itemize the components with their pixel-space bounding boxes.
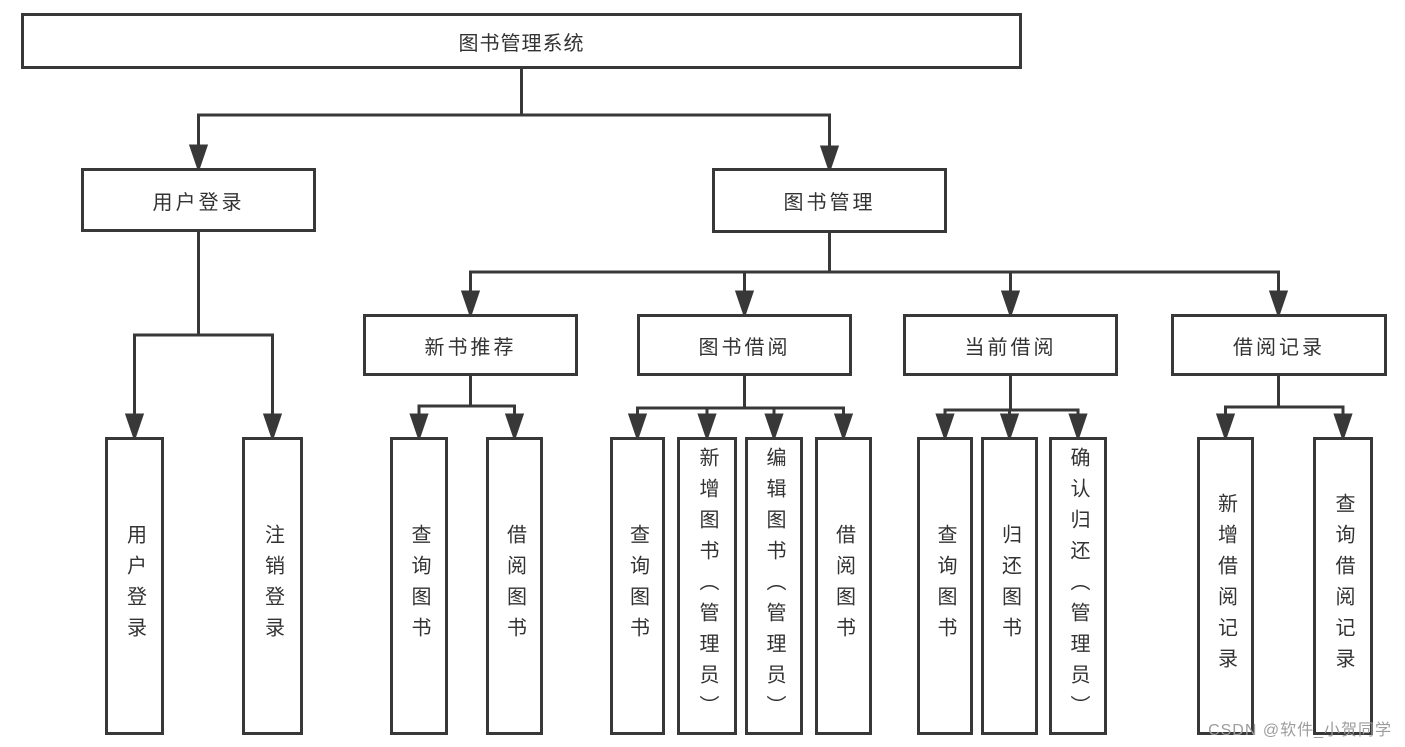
leaf-rec-borrow-books-label: 借阅图书: [503, 524, 526, 648]
node-new-book-rec: 新书推荐: [363, 314, 578, 376]
node-root-label: 图书管理系统: [458, 32, 585, 55]
leaf-logout-label: 注销登录: [261, 524, 284, 648]
leaf-br-query-record: 查询借阅记录: [1313, 437, 1373, 735]
watermark: CSDN @软件_小贺同学: [1208, 722, 1392, 739]
leaf-bb-query-books: 查询图书: [610, 437, 665, 735]
leaf-user-login: 用户登录: [105, 437, 164, 735]
leaf-br-add-record: 新增借阅记录: [1197, 437, 1254, 735]
connector-user-login-children: [124, 232, 283, 442]
leaf-bb-add-books: 新增图书（管理员）: [677, 437, 737, 735]
arrow-down-icon: [697, 413, 717, 442]
arrow-down-icon: [833, 413, 854, 442]
arrow-down-icon: [1215, 413, 1236, 442]
node-book-mgmt-label: 图书管理: [783, 192, 876, 214]
node-user-login: 用户登录: [81, 168, 316, 232]
leaf-logout: 注销登录: [242, 437, 303, 735]
connector-root-to-level2: [188, 69, 840, 174]
node-book-mgmt: 图书管理: [712, 168, 947, 233]
node-book-borrow: 图书借阅: [637, 314, 852, 376]
leaf-bb-edit-books: 编辑图书（管理员）: [745, 437, 803, 735]
arrow-down-icon: [1268, 290, 1289, 319]
connector-borrow-records-children: [1215, 376, 1353, 442]
leaf-cb-confirm-return-label: 确认归还（管理员）: [1067, 446, 1089, 726]
arrow-down-icon: [999, 413, 1020, 442]
leaf-br-add-record-label: 新增借阅记录: [1214, 493, 1237, 679]
node-borrow-records: 借阅记录: [1171, 314, 1387, 376]
node-current-borrow: 当前借阅: [903, 314, 1118, 376]
connector-current-borrow-children: [935, 376, 1088, 442]
leaf-rec-borrow-books: 借阅图书: [486, 437, 543, 735]
arrow-down-icon: [1333, 413, 1353, 442]
leaf-cb-confirm-return: 确认归还（管理员）: [1049, 437, 1107, 735]
leaf-rec-query-books: 查询图书: [390, 437, 448, 735]
arrow-down-icon: [188, 144, 209, 173]
leaf-bb-edit-books-label: 编辑图书（管理员）: [763, 446, 785, 726]
arrow-down-icon: [409, 413, 429, 442]
connector-book-borrow-children: [627, 376, 854, 442]
leaf-br-query-record-label: 查询借阅记录: [1332, 493, 1354, 679]
arrow-down-icon: [1000, 290, 1021, 319]
arrow-down-icon: [627, 413, 648, 442]
leaf-bb-borrow-books-label: 借阅图书: [832, 524, 855, 648]
arrow-down-icon: [734, 290, 755, 319]
node-new-book-rec-label: 新书推荐: [424, 336, 517, 359]
leaf-bb-add-books-label: 新增图书（管理员）: [696, 446, 718, 726]
arrow-down-icon: [764, 413, 784, 442]
leaf-cb-return-books-label: 归还图书: [998, 524, 1021, 648]
arrow-down-icon: [819, 145, 840, 174]
leaf-bb-borrow-books: 借阅图书: [815, 437, 872, 735]
node-user-login-label: 用户登录: [152, 191, 245, 214]
arrow-down-icon: [460, 290, 481, 319]
arrow-down-icon: [504, 413, 525, 442]
leaf-bb-query-books-label: 查询图书: [626, 524, 649, 648]
node-book-borrow-label: 图书借阅: [698, 336, 791, 359]
arrow-down-icon: [124, 413, 145, 442]
connector-book-mgmt-children: [460, 233, 1289, 319]
leaf-cb-query-books: 查询图书: [917, 437, 973, 735]
arrow-down-icon: [935, 413, 955, 442]
arrow-down-icon: [1068, 413, 1088, 442]
node-current-borrow-label: 当前借阅: [964, 336, 1057, 359]
node-borrow-records-label: 借阅记录: [1233, 336, 1325, 359]
node-root: 图书管理系统: [21, 13, 1022, 69]
leaf-user-login-label: 用户登录: [123, 524, 146, 648]
connector-new-book-rec-children: [409, 376, 525, 442]
arrow-down-icon: [262, 413, 283, 442]
leaf-cb-return-books: 归还图书: [981, 437, 1038, 735]
leaf-rec-query-books-label: 查询图书: [408, 524, 430, 648]
leaf-cb-query-books-label: 查询图书: [934, 524, 956, 648]
